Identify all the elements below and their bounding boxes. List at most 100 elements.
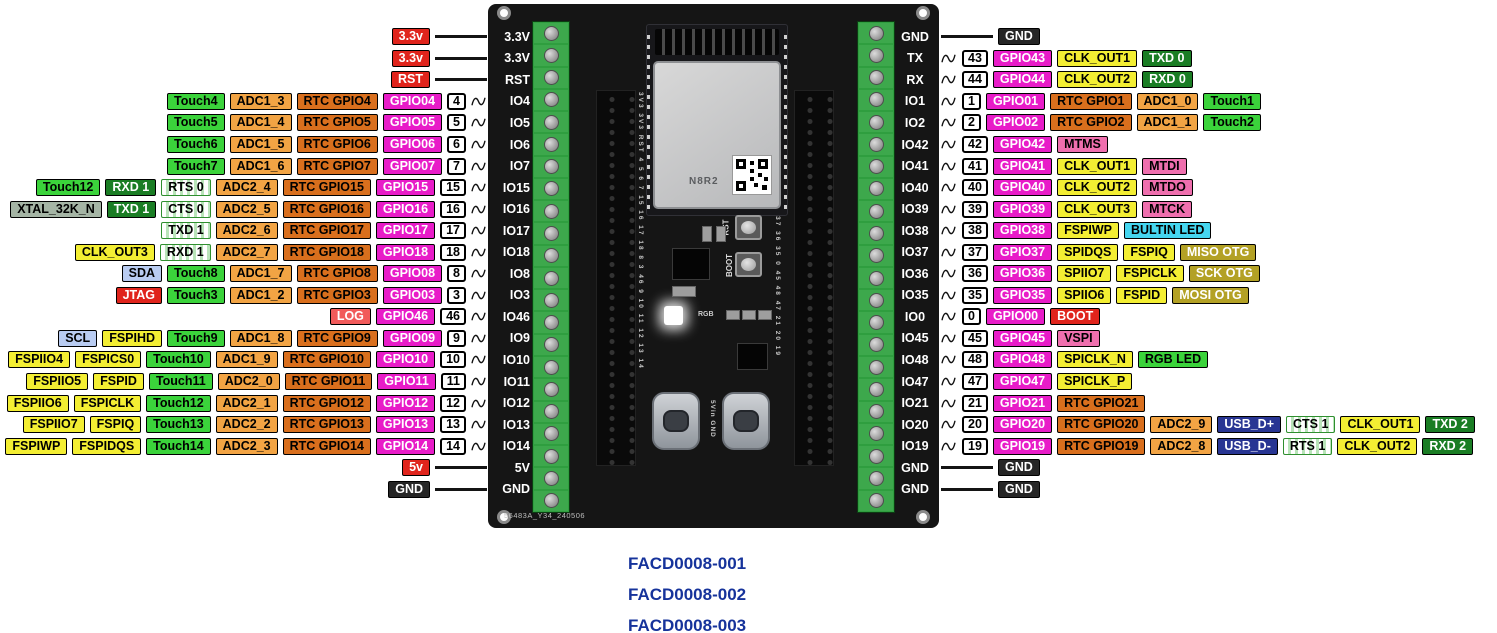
- pin-row: GND: [0, 478, 487, 500]
- function-tag: SPIDQS: [1057, 243, 1119, 261]
- screw-terminal: [543, 203, 559, 219]
- function-tag: Touch12: [35, 179, 101, 197]
- function-tag: FSPIWP: [5, 437, 68, 455]
- boot-button: [735, 252, 762, 277]
- function-tag: ADC1_7: [229, 265, 292, 283]
- antenna-trace: [655, 29, 779, 55]
- gpio-squiggle-icon: [941, 438, 957, 454]
- function-tag: RTC GPIO15: [282, 179, 371, 197]
- function-tag: RXD 1: [159, 243, 211, 261]
- rgb-led-label: RGB: [698, 311, 714, 318]
- board-pin-label: IO3: [509, 288, 530, 303]
- pin-number-tag: 35: [962, 286, 988, 304]
- pin-number-tag: 8: [447, 265, 466, 283]
- screw-terminal: [868, 493, 884, 509]
- function-tag: Touch8: [167, 265, 225, 283]
- terminal-cell: [533, 400, 569, 423]
- function-tag: FSPIQ: [1123, 243, 1175, 261]
- board-pin-label: IO13: [502, 417, 530, 432]
- terminal-cell: [533, 133, 569, 156]
- gpio-squiggle-icon: [941, 158, 957, 174]
- function-tag: MTDI: [1142, 157, 1187, 175]
- pin-number-tag: 44: [962, 71, 988, 89]
- function-tag: RTS 1: [1282, 437, 1333, 455]
- pin-number-tag: 43: [962, 49, 988, 67]
- function-tag: RTC GPIO9: [296, 329, 378, 347]
- screw-terminal: [868, 381, 884, 397]
- screw-terminal: [543, 381, 559, 397]
- function-tag: RTC GPIO13: [282, 416, 371, 434]
- screw-terminal: [543, 292, 559, 308]
- function-tag: ADC2_6: [215, 222, 278, 240]
- pin-number-tag: 3: [447, 286, 466, 304]
- function-tag: Touch14: [146, 437, 211, 455]
- board-pin-label: IO36: [901, 266, 929, 281]
- pin-number-tag: 47: [962, 373, 988, 391]
- function-tag: CLK_OUT2: [1337, 437, 1418, 455]
- screw-terminal: [543, 470, 559, 486]
- function-tag: CTS 0: [161, 200, 211, 218]
- function-tag: GPIO06: [382, 136, 443, 153]
- board-pin-label: IO41: [901, 159, 929, 174]
- function-tag: GPIO10: [375, 351, 436, 369]
- usb-silkscreen-label: 5Vin GND: [709, 400, 716, 438]
- function-tag: MISO OTG: [1179, 243, 1257, 261]
- terminal-cell: [533, 266, 569, 290]
- function-tag: TXD 2: [1425, 416, 1475, 434]
- board-pin-label: IO18: [502, 245, 530, 260]
- board-pin-label: IO12: [502, 396, 530, 411]
- pin-number-tag: 17: [440, 222, 466, 240]
- screw-terminal: [868, 47, 884, 63]
- gpio-squiggle-icon: [941, 266, 957, 282]
- board-pin-label: GND: [901, 482, 929, 497]
- function-tag: RTC GPIO21: [1057, 394, 1146, 412]
- function-tag: Touch13: [146, 416, 211, 434]
- function-tag: GPIO37: [992, 243, 1053, 261]
- screw-terminal: [543, 25, 559, 41]
- function-tag: ADC1_5: [229, 136, 292, 153]
- function-tag: RTC GPIO11: [284, 373, 373, 391]
- module-marking: N8R2: [689, 176, 719, 187]
- function-tag: GPIO08: [382, 265, 443, 283]
- pin-number-tag: 37: [962, 243, 988, 261]
- function-tag: ADC2_2: [215, 416, 278, 434]
- gpio-squiggle-icon: [941, 180, 957, 196]
- screw-terminal: [543, 404, 559, 420]
- terminal-cell: [858, 66, 894, 89]
- function-tag: CTS 1: [1286, 416, 1336, 434]
- function-tag: RTC GPIO18: [282, 243, 371, 261]
- pin-row: GND: [941, 26, 1497, 48]
- gpio-squiggle-icon: [471, 374, 487, 390]
- function-tag: ADC2_1: [215, 394, 278, 412]
- function-tag: Touch5: [167, 114, 225, 132]
- terminal-cell: [533, 422, 569, 446]
- function-tag: Touch10: [146, 351, 211, 369]
- function-tag: GPIO19: [992, 437, 1053, 455]
- function-tag: FSPIHD: [102, 329, 163, 347]
- pin-number-tag: 12: [440, 394, 466, 412]
- function-tag: FSPIIO5: [26, 373, 89, 391]
- screw-terminal: [543, 270, 559, 286]
- board-pin-label: IO14: [502, 439, 530, 454]
- function-tag: ADC2_9: [1150, 416, 1213, 434]
- pin-number-tag: 11: [440, 373, 466, 391]
- board-pin-label: 3.3V: [504, 51, 530, 66]
- gpio-squiggle-icon: [941, 374, 957, 390]
- function-tag: GND: [998, 459, 1040, 477]
- terminal-cell: [858, 177, 894, 201]
- terminal-cell: [533, 445, 569, 468]
- board-silkscreen-id: 56483A_Y34_240506: [504, 511, 586, 520]
- screw-terminal: [868, 226, 884, 242]
- gpio-squiggle-icon: [471, 287, 487, 303]
- function-tag: RTC GPIO17: [282, 222, 371, 240]
- terminal-cell: [533, 111, 569, 134]
- smd-component: [716, 226, 726, 242]
- board-pin-label: IO4: [509, 94, 530, 109]
